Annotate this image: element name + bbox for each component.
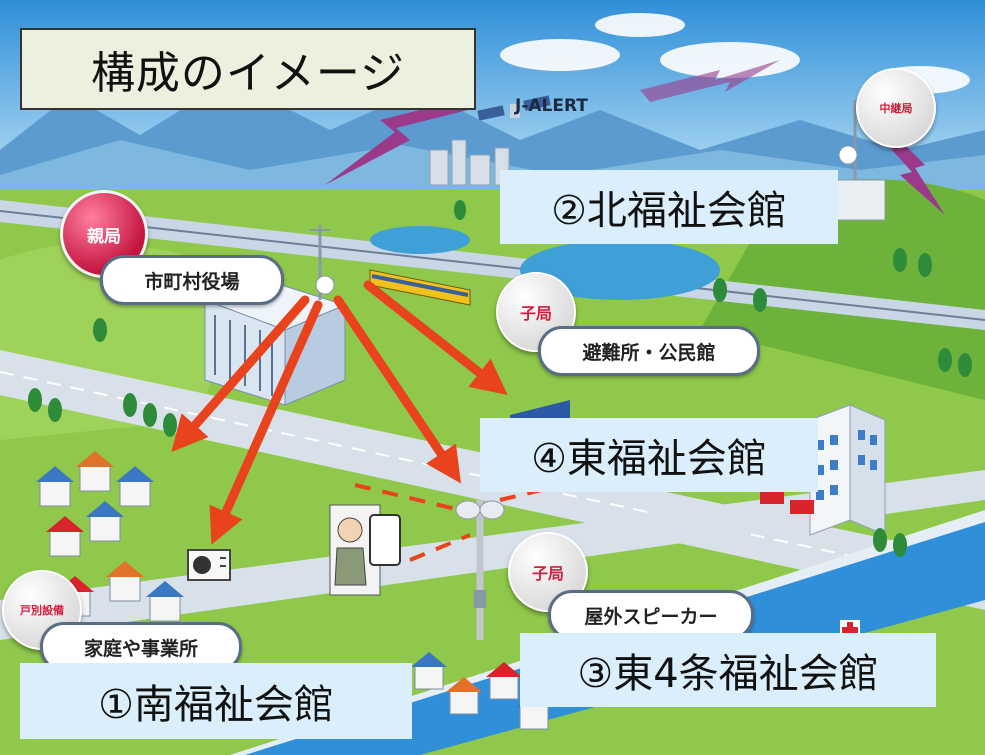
houses-bottom <box>411 652 552 730</box>
lake <box>520 240 720 300</box>
lower-road <box>0 470 985 640</box>
houses-left <box>36 451 184 622</box>
label-east4-welfare-hall: ③東4条福祉会館 <box>520 633 936 707</box>
rail-line <box>0 210 985 321</box>
label-south-welfare-hall: ①南福祉会館 <box>20 663 412 739</box>
pond <box>370 226 470 254</box>
speaker-pole <box>455 500 505 640</box>
town-hall-pill: 市町村役場 <box>100 255 284 305</box>
relay-tower <box>834 100 886 221</box>
satellite-label: J-ALERT <box>515 96 588 116</box>
satellite-icon <box>477 95 551 121</box>
broadcast-arrows <box>171 280 508 545</box>
household-receiver <box>187 549 231 581</box>
town-hall-building <box>203 225 347 406</box>
parent-station-badge: 親局 <box>60 190 148 278</box>
person-with-phone <box>329 504 401 596</box>
label-north-welfare-hall: ②北福祉会館 <box>500 170 838 244</box>
relay-station-badge: 中継局 <box>856 68 936 148</box>
shelter-pill: 避難所・公民館 <box>538 326 760 376</box>
hospital-building <box>760 404 886 536</box>
label-east-welfare-hall: ④東福祉会館 <box>480 418 818 492</box>
speaker-pill: 屋外スピーカー <box>548 590 754 640</box>
train <box>369 269 471 306</box>
diagram-title: 構成のイメージ <box>20 28 476 110</box>
